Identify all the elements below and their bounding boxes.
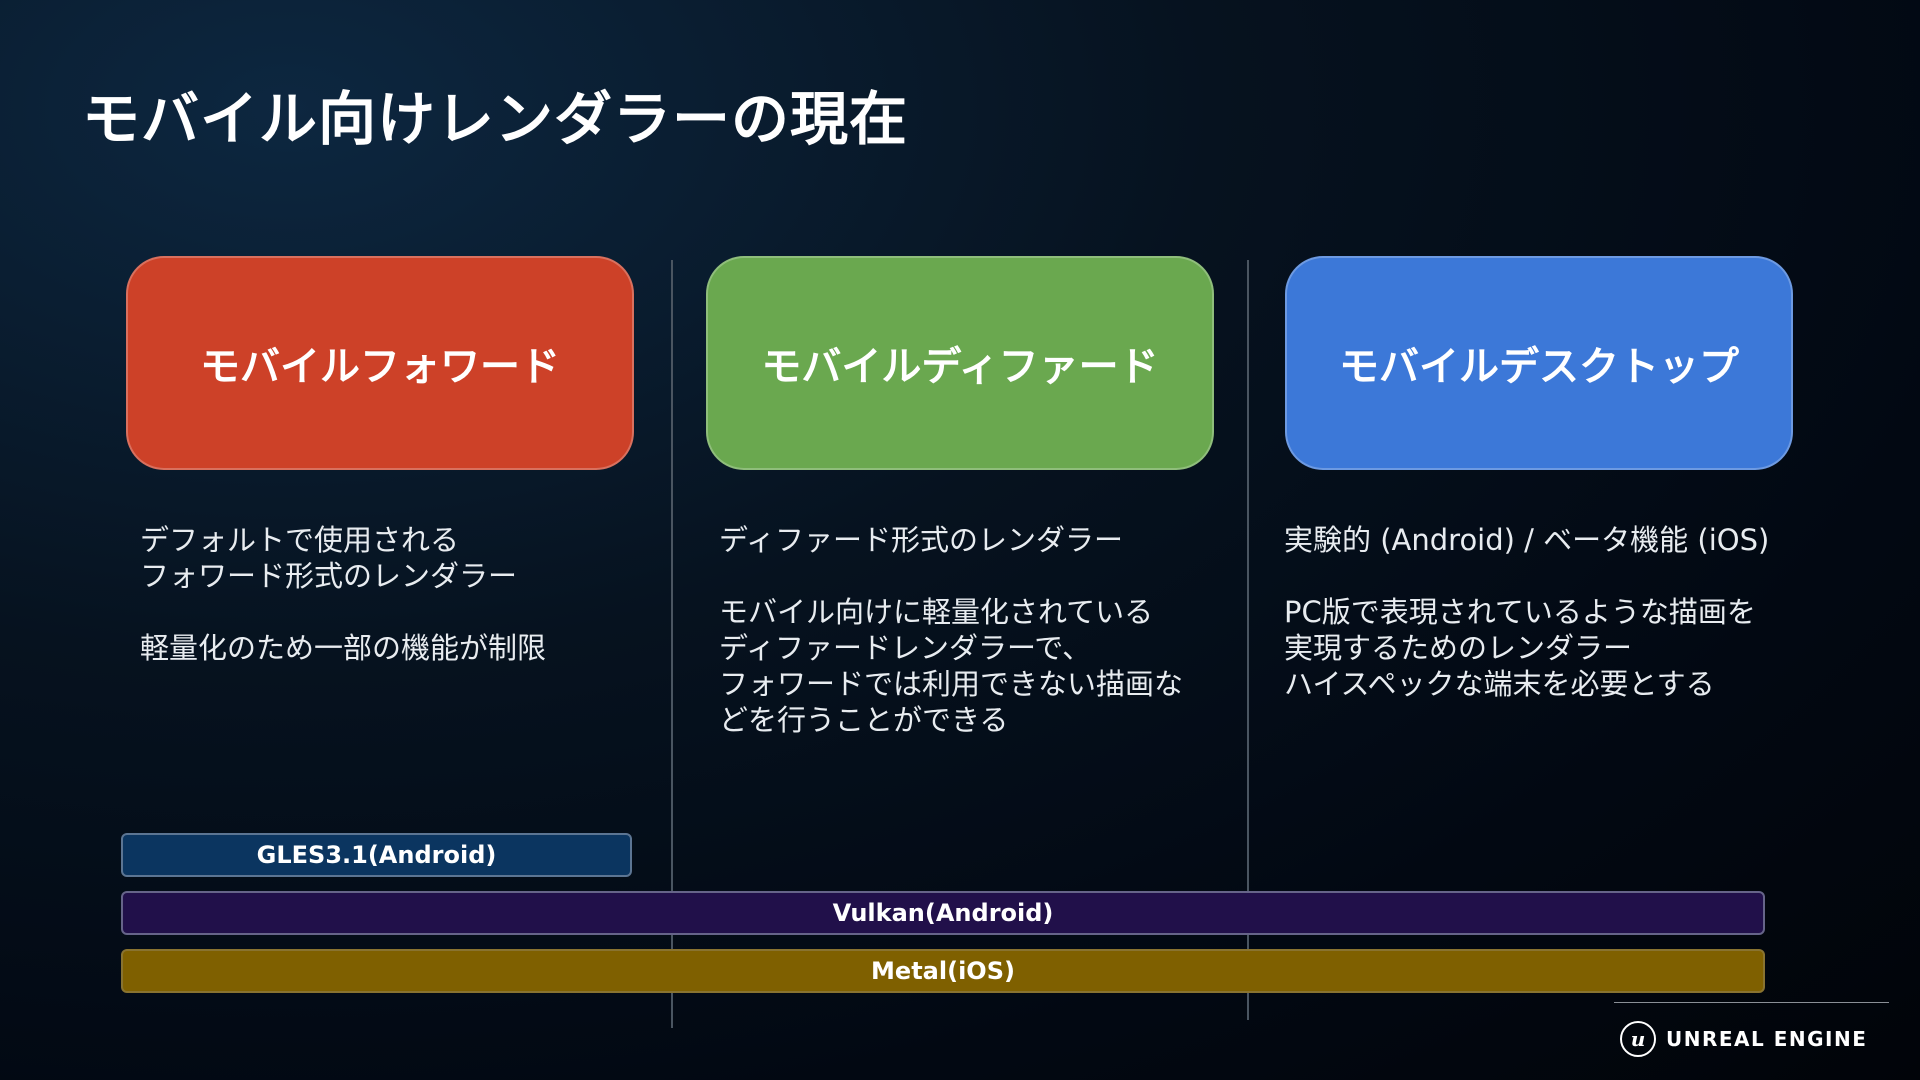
- description-line: 軽量化のため一部の機能が制限: [140, 631, 547, 665]
- slide-title: モバイル向けレンダラーの現在: [82, 85, 909, 153]
- description-line: フォワードでは利用できない描画な: [719, 667, 1184, 701]
- mobile-deferred-description: ディファード形式のレンダラー モバイル向けに軽量化されている ディファードレンダ…: [719, 522, 1183, 738]
- mobile-forward-card: モバイルフォワード: [126, 256, 634, 470]
- mobile-deferred-card: モバイルディファード: [706, 256, 1214, 470]
- gles-bar-label: GLES3.1(Android): [256, 841, 497, 869]
- mobile-desktop-description: 実験的 (Android) / ベータ機能 (iOS) PC版で表現されているよ…: [1284, 522, 1769, 702]
- description-line: モバイル向けに軽量化されている: [719, 595, 1154, 629]
- mobile-forward-heading: モバイルフォワード: [200, 344, 560, 390]
- mobile-desktop-card: モバイルデスクトップ: [1285, 256, 1793, 470]
- unreal-logo-text: UNREAL ENGINE: [1666, 1027, 1868, 1051]
- gles-bar: GLES3.1(Android): [121, 833, 632, 877]
- description-line: ハイスペックな端末を必要とする: [1284, 667, 1715, 701]
- column-divider: [671, 260, 673, 1028]
- column-divider: [1247, 260, 1249, 1020]
- description-line: どを行うことができる: [719, 703, 1009, 737]
- description-line: ディファード形式のレンダラー: [719, 523, 1123, 557]
- description-line: フォワード形式のレンダラー: [140, 559, 518, 593]
- mobile-forward-description: デフォルトで使用される フォワード形式のレンダラー 軽量化のため一部の機能が制限: [140, 522, 546, 666]
- vulkan-bar: Vulkan(Android): [121, 891, 1765, 935]
- mobile-desktop-heading: モバイルデスクトップ: [1339, 344, 1739, 390]
- description-line: デフォルトで使用される: [140, 523, 460, 557]
- description-line: PC版で表現されているような描画を: [1284, 595, 1756, 629]
- vulkan-bar-label: Vulkan(Android): [832, 899, 1054, 927]
- metal-bar: Metal(iOS): [121, 949, 1765, 993]
- description-line: ディファードレンダラーで、: [719, 631, 1092, 665]
- description-line: 実現するためのレンダラー: [1284, 631, 1633, 665]
- metal-bar-label: Metal(iOS): [871, 957, 1015, 985]
- logo-rule: [1614, 1002, 1889, 1003]
- unreal-engine-logo: u UNREAL ENGINE: [1620, 1021, 1867, 1057]
- mobile-deferred-heading: モバイルディファード: [761, 344, 1159, 390]
- unreal-logo-icon: u: [1620, 1021, 1656, 1057]
- description-line: 実験的 (Android) / ベータ機能 (iOS): [1284, 523, 1770, 557]
